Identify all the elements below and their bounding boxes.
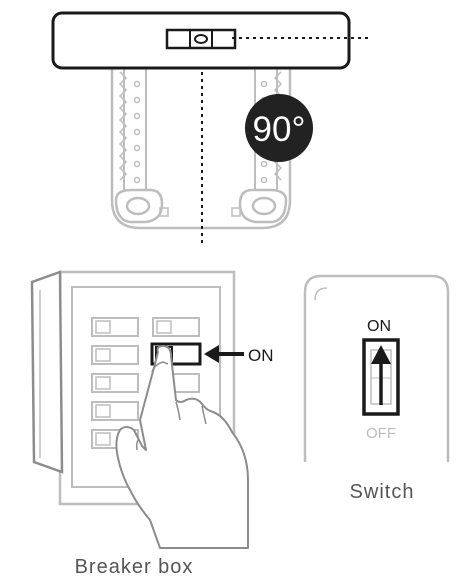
switch-up-arrow-icon <box>371 345 391 405</box>
wall-switch: ON OFF <box>303 274 450 462</box>
breaker-on-label: ON <box>248 346 274 365</box>
breaker-box-caption: Breaker box <box>75 556 194 578</box>
switch-on-label: ON <box>367 318 391 335</box>
pointing-hand <box>115 345 249 549</box>
toggle-switch <box>362 338 400 416</box>
screw-ear-left <box>114 188 169 224</box>
rotation-badge-label: 90° <box>253 110 306 149</box>
mounting-base-bar <box>51 11 351 70</box>
screw-ear-right <box>231 188 288 224</box>
breaker-arrow-icon <box>204 345 244 363</box>
bubble-level-icon <box>165 28 237 50</box>
switch-caption: Switch <box>350 481 415 503</box>
rotation-badge: 90° <box>245 94 313 162</box>
switch-off-label: OFF <box>366 425 396 442</box>
breaker-box-door <box>30 270 64 474</box>
breaker-box: ON <box>30 270 274 549</box>
